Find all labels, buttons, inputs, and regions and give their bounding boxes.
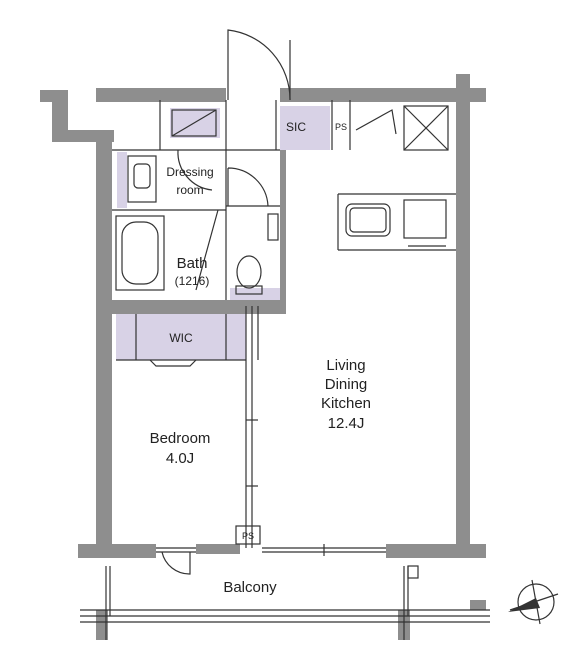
washbasin-bowl: [133, 163, 151, 189]
balcony-drain-right: [407, 565, 419, 579]
storage-fills: [116, 106, 330, 360]
room-labels: Living Dining Kitchen 12.4J Bedroom 4.0J…: [150, 120, 371, 596]
toilet-shelf: [230, 288, 280, 302]
toilet-tank: [235, 285, 263, 295]
north-arrow-icon: [508, 579, 559, 625]
wall-bottom-mid: [196, 544, 240, 554]
bathtub-inner: [121, 221, 159, 285]
wall-left-ext: [100, 130, 112, 144]
ldk-area: 12.4J: [328, 415, 365, 432]
interior-lines: [80, 100, 490, 640]
bedroom-label: Bedroom: [150, 430, 211, 447]
balcony-column-left: [96, 610, 108, 640]
dressing-label-2: room: [176, 183, 203, 197]
wall-wet-bottom: [96, 300, 282, 314]
wall-top-upper: [96, 88, 226, 102]
wall-left-outer: [96, 140, 112, 546]
bedroom-area: 4.0J: [166, 450, 194, 467]
ps-bottom-box: [235, 525, 261, 545]
walls: [40, 74, 486, 640]
washbasin: [127, 155, 157, 203]
wic-label: WIC: [169, 331, 193, 345]
dressing-label-1: Dressing: [166, 165, 213, 179]
wall-bottom-left: [78, 544, 156, 558]
ldk-label-1: Living: [326, 357, 365, 374]
bathtub: [115, 215, 165, 291]
toilet-bowl: [236, 255, 262, 289]
bedroom-window-swing: [161, 551, 191, 575]
ldk-label-3: Kitchen: [321, 395, 371, 412]
wall-bottom-right: [386, 544, 486, 558]
wall-top-right-corner: [456, 74, 470, 102]
wic-storage: [116, 314, 246, 360]
bath-size: (1216): [175, 274, 210, 288]
wall-top-sic: [280, 88, 456, 102]
ps-bottom-label: PS: [242, 531, 254, 541]
sic-storage: [280, 106, 330, 150]
cooktop: [403, 199, 447, 239]
wall-top-left-ledge: [52, 130, 114, 142]
balcony-stub-right: [470, 600, 486, 610]
ldk-label-2: Dining: [325, 376, 368, 393]
kitchen-sink: [345, 203, 391, 237]
toilet-shelf-box: [267, 213, 279, 241]
toilet-door-swing: [227, 167, 269, 207]
wall-top-left-post: [52, 90, 68, 140]
balcony-label: Balcony: [223, 579, 277, 596]
kitchen-sink-inner: [349, 207, 387, 233]
door-swings: [161, 29, 291, 575]
bath-label: Bath: [177, 255, 208, 272]
sic-label: SIC: [286, 120, 306, 134]
north-arrow-head: [508, 598, 540, 612]
wall-right-outer: [456, 100, 470, 546]
entry-door-swing: [227, 29, 291, 101]
washer-box: [171, 109, 217, 137]
bath-door-swing: [177, 149, 213, 191]
ps-top-label: PS: [335, 122, 347, 132]
wall-wet-right: [280, 150, 286, 314]
fridge-space: [403, 105, 449, 151]
dressing-shelf: [117, 152, 127, 208]
